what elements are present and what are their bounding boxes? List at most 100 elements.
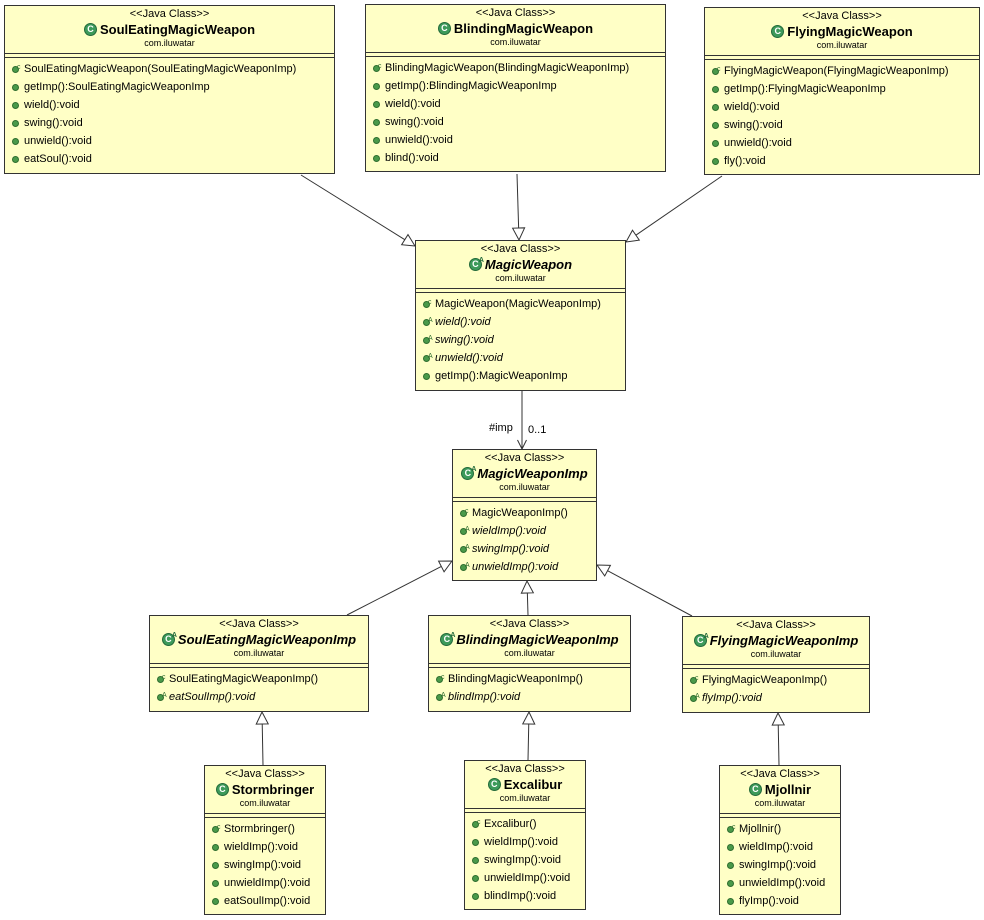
operation-item[interactable]: swingImp():void: [211, 856, 325, 874]
operation-signature: Mjollnir(): [739, 823, 782, 835]
operation-item[interactable]: unwield():void: [711, 134, 979, 152]
operation-item[interactable]: swingImp():void: [726, 856, 840, 874]
operation-signature: wieldImp():void: [224, 841, 298, 853]
operation-item[interactable]: wieldImp():void: [726, 838, 840, 856]
package-label: com.iluwatar: [816, 40, 868, 50]
operation-signature: getImp():MagicWeaponImp: [435, 370, 568, 382]
operation-signature: swing():void: [24, 117, 83, 129]
generalization-arrow[interactable]: [771, 711, 786, 766]
package-label: com.iluwatar: [504, 648, 555, 658]
operation-item[interactable]: eatSoulImp():void: [211, 892, 325, 910]
public-method-icon: [471, 873, 481, 883]
operation-signature: eatSoul():void: [24, 153, 92, 165]
public-method-icon: [726, 896, 736, 906]
generalization-arrow[interactable]: [300, 174, 416, 247]
generalization-arrow[interactable]: [255, 710, 270, 766]
operation-item[interactable]: wieldImp():void: [471, 833, 585, 851]
operation-item[interactable]: swing():void: [11, 114, 334, 132]
generalization-arrow[interactable]: [596, 564, 693, 617]
generalization-arrow[interactable]: [520, 579, 535, 616]
public-method-icon: [372, 117, 382, 127]
operation-item[interactable]: wield():void: [372, 95, 665, 113]
generalization-arrow[interactable]: [346, 560, 453, 616]
operation-item[interactable]: swingImp():void: [471, 851, 585, 869]
association-arrow[interactable]: [517, 391, 527, 451]
operation-item[interactable]: unwield():void: [372, 131, 665, 149]
public-method-icon: [11, 82, 21, 92]
operation-item[interactable]: unwieldImp():void: [471, 869, 585, 887]
operation-item[interactable]: wieldImp():void: [211, 838, 325, 856]
operation-item[interactable]: flyImp():void: [726, 892, 840, 910]
constructor-icon: c: [11, 64, 21, 74]
operation-item[interactable]: swing():void: [372, 113, 665, 131]
public-method-icon: [211, 842, 221, 852]
stereotype-label: <<Java Class>>: [219, 618, 299, 630]
operation-item[interactable]: swing():void: [711, 116, 979, 134]
operation-item[interactable]: getImp():SoulEatingMagicWeaponImp: [11, 78, 334, 96]
operation-signature: unwieldImp():void: [484, 872, 571, 884]
constructor-icon: c: [459, 508, 469, 518]
package-label: com.iluwatar: [239, 798, 291, 808]
operation-item[interactable]: blind():void: [372, 149, 665, 167]
operation-item[interactable]: unwieldImp():void: [211, 874, 325, 892]
operation-item[interactable]: fly():void: [711, 152, 979, 170]
generalization-arrow[interactable]: [521, 710, 536, 761]
generalization-arrow[interactable]: [511, 173, 526, 242]
operation-item[interactable]: eatSoul():void: [11, 150, 334, 168]
public-method-icon: [711, 84, 721, 94]
operation-item[interactable]: wield():void: [11, 96, 334, 114]
operation-item[interactable]: getImp():BlindingMagicWeaponImp: [372, 77, 665, 95]
operation-item[interactable]: wield():void: [711, 98, 979, 116]
abstract-method-icon: A: [422, 317, 433, 327]
generalization-arrow[interactable]: [625, 175, 723, 243]
operation-item[interactable]: unwieldImp():void: [726, 874, 840, 892]
operation-signature: MagicWeapon(MagicWeaponImp): [435, 298, 601, 310]
operation-item[interactable]: blindImp():void: [471, 887, 585, 905]
operation-item[interactable]: getImp():FlyingMagicWeaponImp: [711, 80, 979, 98]
operation-item[interactable]: unwield():void: [11, 132, 334, 150]
operation-item[interactable]: getImp():MagicWeaponImp: [422, 367, 625, 385]
public-method-icon: [422, 371, 432, 381]
stereotype-label: <<Java Class>>: [475, 7, 556, 19]
